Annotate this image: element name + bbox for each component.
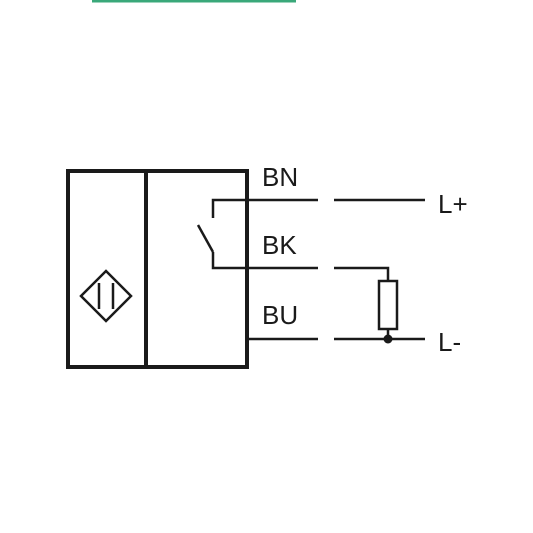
label-lminus: L- [438,327,461,357]
label-lplus: L+ [438,189,468,219]
inductive-sensor-diamond-icon [79,269,133,323]
normally-open-switch-icon [196,198,318,270]
wire-bk-to-load [334,266,390,281]
label-bn: BN [262,162,298,192]
label-bk: BK [262,230,297,260]
junction-dot [383,334,393,344]
resistor-load-icon [377,279,399,331]
label-bu: BU [262,300,298,330]
